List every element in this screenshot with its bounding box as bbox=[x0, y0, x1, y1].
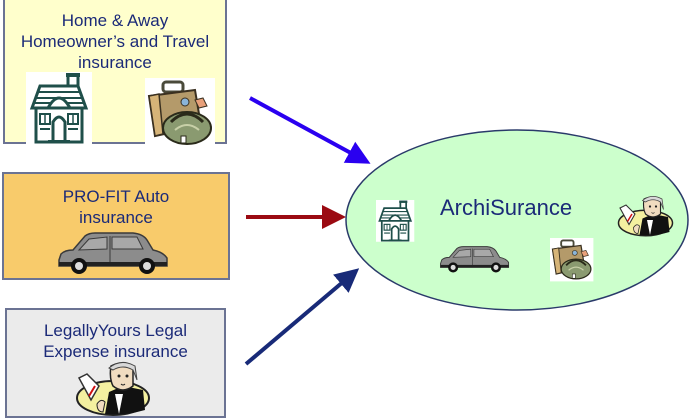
ellipse-luggage-icon bbox=[549, 237, 595, 283]
source-box-legally-yours: LegallyYours Legal Expense insurance bbox=[5, 308, 226, 418]
lawyer-icon bbox=[76, 361, 150, 416]
label-line: PRO-FIT Auto bbox=[62, 187, 170, 206]
label-line: LegallyYours Legal bbox=[43, 321, 188, 340]
label-line: Expense insurance bbox=[43, 342, 188, 361]
arrow-home-to-archisurance bbox=[249, 96, 371, 164]
arrow-legal-to-archisurance bbox=[244, 268, 360, 366]
archisurance-label: ArchiSurance bbox=[440, 195, 573, 220]
label-line: Homeowner’s and Travel bbox=[20, 32, 210, 51]
house-icon bbox=[24, 70, 94, 146]
source-box-home-away-label: Home & Away Homeowner’s and Travel insur… bbox=[5, 10, 225, 73]
ellipse-house-icon bbox=[375, 199, 416, 243]
source-box-pro-fit: PRO-FIT Auto insurance bbox=[2, 172, 230, 280]
label-line: insurance bbox=[78, 53, 152, 72]
label-line: Home & Away bbox=[61, 11, 169, 30]
label-line: insurance bbox=[79, 208, 153, 227]
archisurance-ellipse bbox=[345, 129, 689, 311]
source-box-pro-fit-label: PRO-FIT Auto insurance bbox=[4, 186, 228, 228]
luggage-icon bbox=[143, 76, 217, 150]
source-box-legally-yours-label: LegallyYours Legal Expense insurance bbox=[7, 320, 224, 362]
car-icon bbox=[58, 232, 168, 275]
